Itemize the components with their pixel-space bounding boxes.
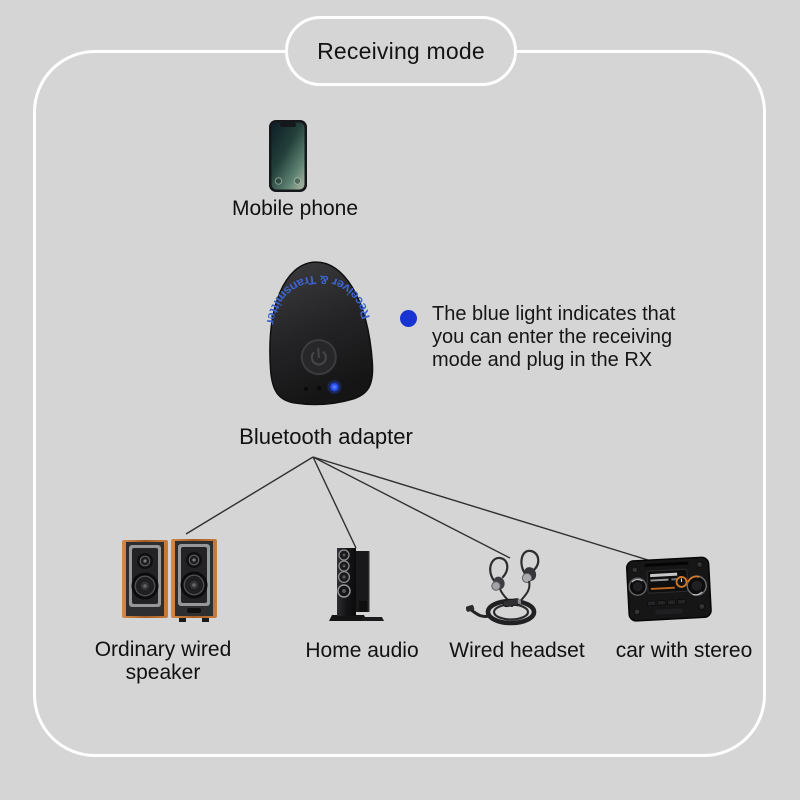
car-stereo-illustration: [625, 556, 712, 622]
tower-drivers: [337, 549, 351, 598]
jack-plug: [466, 604, 475, 613]
phone-screen: [271, 122, 305, 190]
led-indicator-blue: [330, 382, 339, 392]
note-line: you can enter the receiving: [432, 326, 673, 348]
speaker-right: [171, 539, 217, 622]
car-stereo-label: car with stereo: [615, 639, 753, 662]
mode-pill: Receiving mode: [285, 16, 517, 86]
bluetooth-adapter-illustration: Receiver & Transmitter: [260, 261, 374, 406]
note-line: The blue light indicates that: [432, 303, 676, 325]
note-bullet: [400, 310, 417, 327]
home-audio-label: Home audio: [305, 639, 419, 662]
adapter-body: [269, 261, 374, 406]
note-line: mode and plug in the RX: [432, 349, 653, 371]
cd-slot: [644, 561, 689, 567]
home-audio-illustration: [329, 548, 384, 621]
wired-headset-illustration: [466, 549, 540, 626]
mobile-phone-label: Mobile phone: [231, 197, 359, 220]
inline-remote: [502, 598, 522, 608]
bluetooth-adapter-label: Bluetooth adapter: [239, 424, 413, 449]
connector-line-speaker: [185, 456, 314, 535]
connector-line-headset: [312, 456, 511, 559]
button-row: [647, 598, 686, 607]
power-icon: [310, 347, 327, 366]
screws: [631, 561, 706, 616]
note-text: The blue light indicates that you can en…: [432, 303, 722, 372]
connector-line-car-stereo: [312, 456, 649, 561]
cable-tail: [470, 608, 490, 618]
speaker-left: [122, 540, 168, 618]
ear-hooks: [489, 549, 540, 585]
tower-base: [329, 615, 367, 621]
mobile-phone-illustration: [269, 120, 307, 192]
phone-notch: [280, 122, 296, 127]
led-dots: [304, 380, 342, 395]
flashlight-icon: [274, 177, 283, 185]
wired-speaker-label: Ordinary wired speaker: [95, 638, 232, 684]
wired-headset-label: Wired headset: [449, 639, 585, 662]
earbuds: [491, 567, 537, 591]
wired-speaker-illustration: [122, 539, 217, 622]
page-title: Receiving mode: [317, 37, 485, 64]
connector-line-home-audio: [312, 456, 357, 549]
wide-button: [655, 608, 684, 615]
display-dial-orange: [675, 576, 688, 588]
camera-icon: [293, 177, 302, 185]
wired-speaker-label-line2: speaker: [125, 661, 201, 684]
wired-speaker-label-line1: Ordinary wired: [94, 638, 232, 661]
